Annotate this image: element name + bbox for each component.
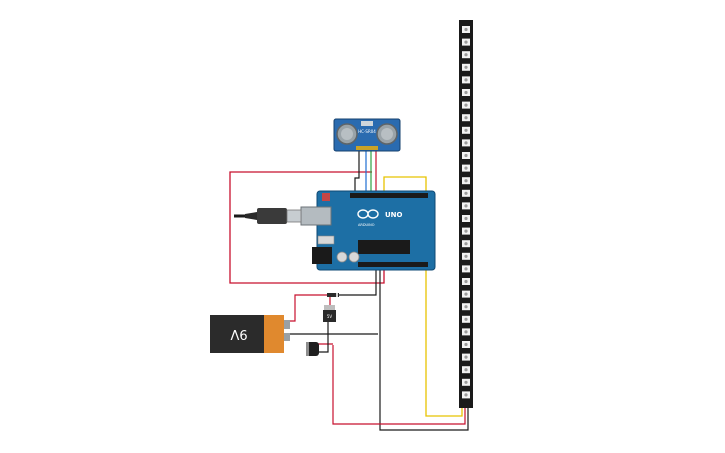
led-pixel-chip (464, 116, 468, 120)
led-pixel-chip (464, 65, 468, 69)
led-pixel-chip (464, 330, 468, 334)
led-pixel-chip (464, 216, 468, 221)
wire-black-cap[interactable] (318, 322, 329, 353)
led-pixel-chip (464, 305, 468, 309)
led-pixel-chip (464, 393, 468, 397)
wire-yellow-data[interactable] (383, 176, 463, 417)
usb-cable[interactable] (234, 208, 302, 224)
wire-red-5v-strip[interactable] (332, 345, 466, 425)
digital-header[interactable] (350, 193, 428, 198)
led-pixel-chip (464, 27, 468, 32)
led-pixel-chip (464, 242, 468, 246)
regulator-label: 5V (327, 314, 333, 319)
battery-label: 9V (230, 326, 247, 341)
arduino-uno-board[interactable]: UNO ARDUINO (300, 190, 436, 271)
led-pixel-chip (464, 153, 468, 158)
led-pixel-chip (464, 166, 468, 170)
electrolytic-capacitor[interactable] (306, 342, 319, 356)
led-pixel-chip (464, 292, 468, 296)
led-strip[interactable] (459, 20, 473, 408)
battery-9v[interactable]: 9V (210, 315, 290, 353)
led-pixel-chip (464, 103, 468, 107)
board-brand-label: UNO (385, 211, 403, 219)
led-pixel-chip (464, 204, 468, 208)
led-pixel-chip (464, 317, 468, 321)
wire-red-usb-loop[interactable] (229, 171, 385, 284)
sensor-label: HC-SR04 (358, 129, 376, 134)
led-pixel-chip (464, 128, 468, 132)
led-pixel-chip (464, 368, 468, 372)
led-pixel-chip (464, 40, 468, 44)
wire-black-gnd[interactable] (379, 268, 469, 431)
sensor-crystal (361, 121, 373, 126)
led-pixel-chip (464, 141, 468, 145)
wire-black-sensor[interactable] (354, 150, 360, 192)
ultrasonic-sensor[interactable]: HC-SR04 (333, 118, 401, 152)
led-pixel-chip (464, 267, 468, 271)
led-pixel-chip (464, 191, 468, 195)
led-pixel-chip (464, 355, 468, 359)
led-pixel-chip (464, 254, 468, 258)
led-pixel-chip (464, 78, 468, 82)
diode[interactable] (327, 293, 339, 297)
atmega-chip (358, 240, 410, 254)
led-pixel-chip (464, 380, 468, 384)
voltage-regulator[interactable]: 5V (323, 305, 336, 322)
led-pixel-chip (464, 53, 468, 57)
power-jack[interactable] (312, 247, 332, 264)
board-sub-label: ARDUINO (358, 223, 375, 227)
usb-port[interactable] (300, 206, 332, 226)
wire-red-battery[interactable] (290, 294, 331, 322)
led-pixel-chip (464, 179, 468, 183)
led-pixel-chip (464, 342, 468, 347)
arduino-logo (357, 209, 379, 219)
led-pixel-chip (464, 229, 468, 233)
wire-black-diode[interactable] (330, 266, 377, 296)
led-pixel-chip (464, 279, 468, 284)
led-pixel-chip (464, 90, 468, 95)
reset-button[interactable] (322, 193, 330, 201)
power-analog-header[interactable] (358, 262, 428, 267)
